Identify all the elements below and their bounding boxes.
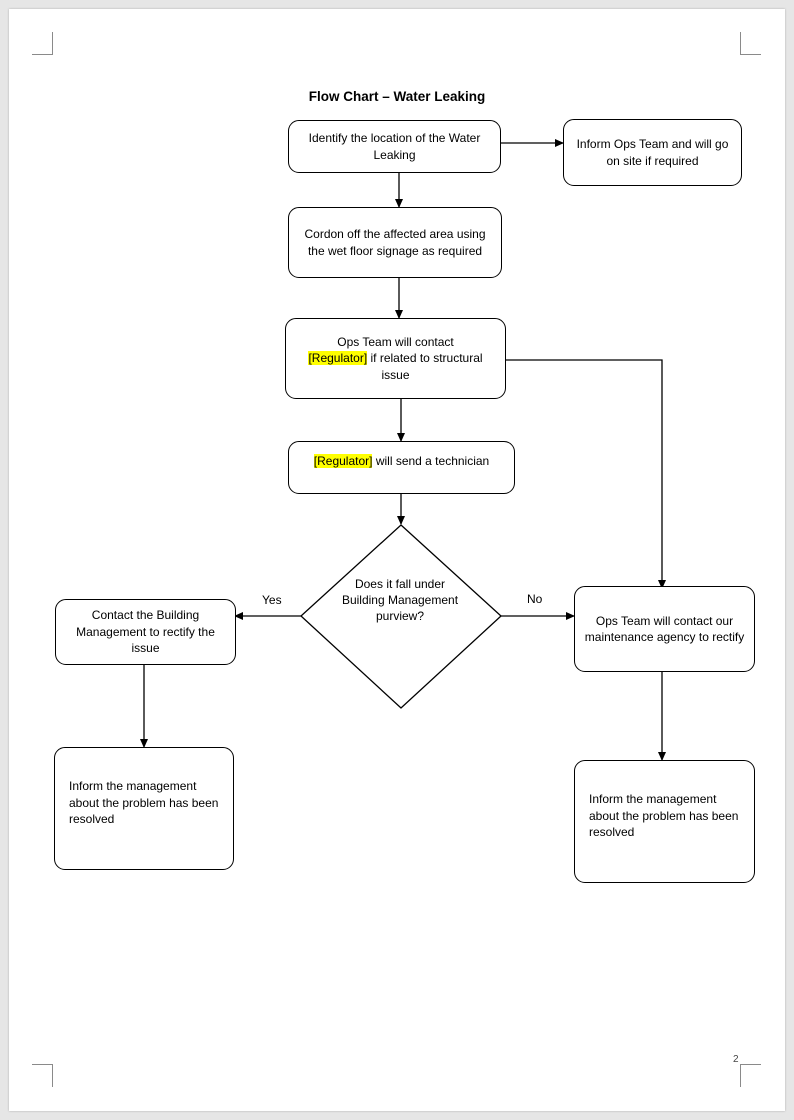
crop-mark-top-right	[740, 32, 761, 55]
node-inform-management-right: Inform the management about the problem …	[574, 760, 755, 883]
no-label: No	[527, 592, 543, 606]
node-cordon-area-text: Cordon off the affected area using the w…	[304, 227, 486, 258]
node-regulator-technician: [Regulator] will send a technician	[288, 441, 515, 494]
arrow-ops-contact-to-maintenance	[506, 359, 666, 589]
node-contact-building-management: Contact the Building Management to recti…	[55, 599, 236, 665]
regulator-suffix: will send a technician	[372, 454, 490, 468]
page-number: 2	[733, 1054, 739, 1065]
node-inform-ops-team: Inform Ops Team and will go on site if r…	[563, 119, 742, 186]
node-contact-building-management-text: Contact the Building Management to recti…	[76, 608, 215, 656]
node-regulator-technician-text: [Regulator] will send a technician	[313, 453, 490, 470]
node-ops-contact-maintenance-text: Ops Team will contact our maintenance ag…	[584, 613, 745, 645]
yes-label: Yes	[262, 593, 282, 607]
regulator-highlight: [Regulator]	[308, 351, 368, 366]
node-identify-location-text: Identify the location of the Water Leaki…	[308, 131, 481, 162]
node-identify-location: Identify the location of the Water Leaki…	[288, 120, 501, 173]
node-ops-contact-regulator-text: Ops Team will contact [Regulator] if rel…	[294, 334, 497, 384]
ops-contact-suffix: if related to structural issue	[367, 351, 483, 382]
decision-diamond	[300, 524, 502, 709]
ops-contact-prefix: Ops Team will contact	[337, 334, 454, 349]
crop-mark-top-left	[32, 32, 53, 55]
crop-mark-bottom-right	[740, 1064, 761, 1087]
node-cordon-area: Cordon off the affected area using the w…	[288, 207, 502, 278]
decision-text: Does it fall under Building Management p…	[341, 577, 459, 623]
node-inform-management-left: Inform the management about the problem …	[54, 747, 234, 870]
node-ops-contact-maintenance: Ops Team will contact our maintenance ag…	[574, 586, 755, 672]
node-ops-contact-regulator: Ops Team will contact [Regulator] if rel…	[285, 318, 506, 399]
node-inform-management-left-text: Inform the management about the problem …	[69, 779, 219, 826]
crop-mark-bottom-left	[32, 1064, 53, 1087]
regulator-highlight: [Regulator]	[313, 454, 373, 468]
node-inform-management-right-text: Inform the management about the problem …	[589, 792, 739, 839]
flowchart-title: Flow Chart – Water Leaking	[308, 89, 486, 104]
node-inform-ops-team-text: Inform Ops Team and will go on site if r…	[576, 137, 729, 168]
